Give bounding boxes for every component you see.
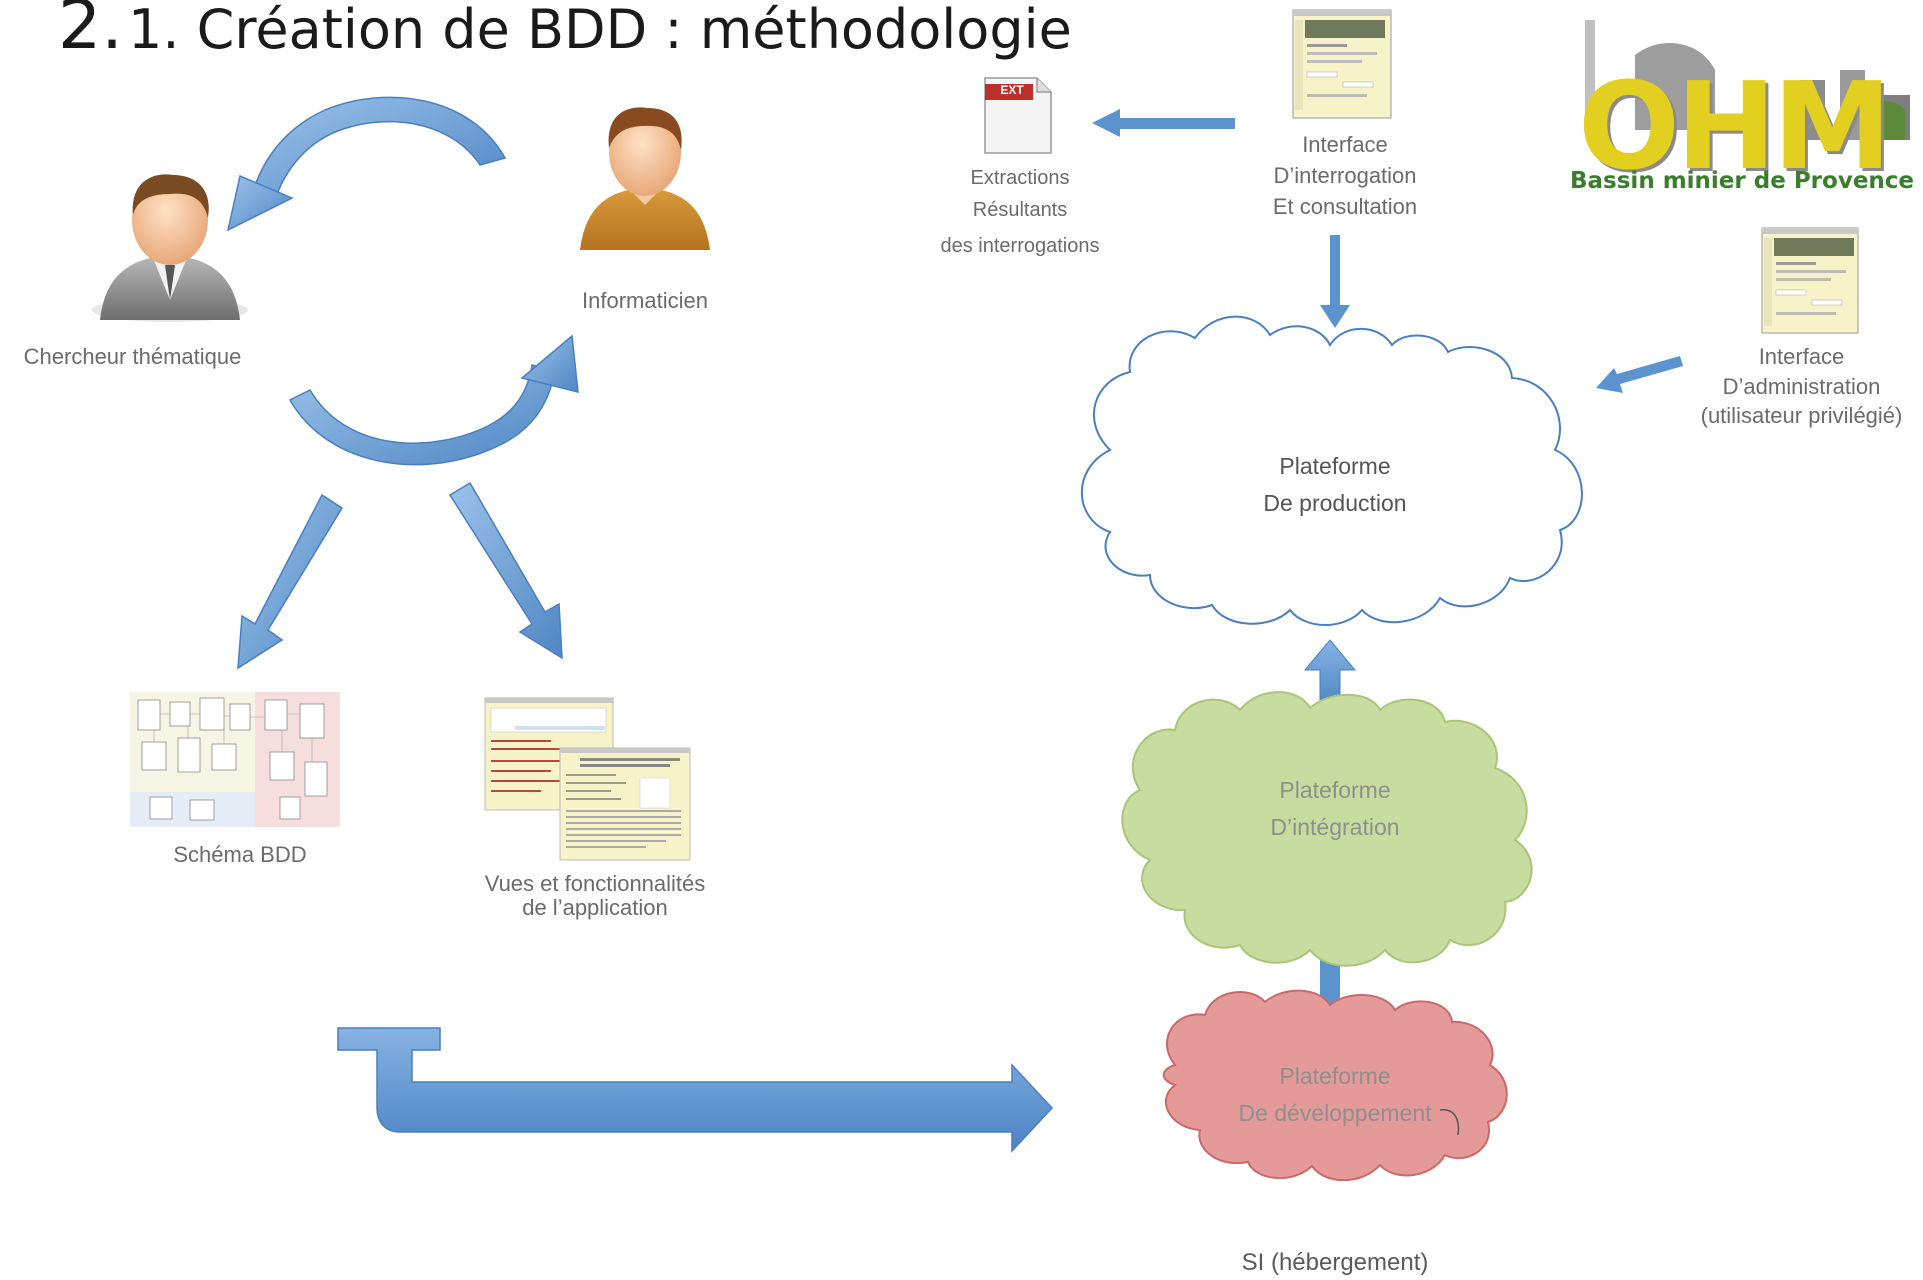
arrow-to-views [448, 481, 563, 660]
production-line2: De production [1263, 489, 1407, 516]
informaticien-label: Informaticien [582, 288, 708, 313]
extractions-label: Extractions Résultants des interrogation… [900, 162, 1140, 262]
ohm-logo: OHM Bassin minier de Provence [1570, 20, 1920, 200]
file-ext-icon [984, 77, 1052, 154]
cloud-integration [1121, 691, 1533, 967]
schema-label: Schéma BDD [173, 842, 307, 867]
production-line1: Plateforme [1279, 453, 1391, 479]
production-label: Plateforme De production [1215, 448, 1455, 522]
developpement-label: Plateforme De développement [1215, 1058, 1455, 1132]
user-orange-icon [580, 107, 710, 250]
ext-badge: EXT [1000, 83, 1024, 97]
si-label: SI (hébergement) [1241, 1249, 1429, 1276]
chercheur-label: Chercheur thématique [23, 344, 242, 369]
webpage-screenshot-icon [1761, 227, 1859, 334]
extractions-line2: Résultants [972, 199, 1068, 221]
interface-admin-line2: D’administration [1722, 373, 1881, 399]
title-number: 2. [58, 0, 123, 65]
schema-bdd-thumbnail [130, 692, 340, 827]
developpement-line2: De développement [1238, 1099, 1432, 1126]
cloud-developpement [1162, 989, 1508, 1182]
integration-line2: D’intégration [1270, 813, 1400, 840]
interface-interro-line3: Et consultation [1272, 193, 1418, 219]
webpage-screenshot-icon [1292, 9, 1392, 119]
logo-sub-text: Bassin minier de Provence [1570, 168, 1915, 194]
user-gray-icon [92, 174, 248, 322]
vues-thumbnail [484, 697, 691, 861]
arrow-interface-to-production [1320, 235, 1350, 328]
connector-integration-dev [1320, 960, 1340, 1005]
arrow-bottom-l [337, 1027, 1054, 1153]
logo-big-text: OHM [1578, 58, 1892, 197]
arrow-admin-to-production [1596, 356, 1683, 393]
curved-arrow-top [226, 96, 507, 232]
interface-interrogation-label: Interface D’interrogation Et consultatio… [1220, 130, 1470, 222]
vues-label: Vues et fonctionnalités de l’application [430, 871, 760, 921]
interface-admin-line3: (utilisateur privilégié) [1700, 403, 1903, 429]
page-title: 2. 1. Création de BDD : méthodologie [58, 0, 1072, 65]
extractions-line3: des interrogations [940, 235, 1100, 257]
curved-arrow-bottom [288, 334, 579, 466]
interface-interro-line1: Interface [1302, 132, 1388, 157]
interface-admin-line1: Interface [1758, 344, 1845, 369]
extractions-line1: Extractions [970, 167, 1070, 189]
interface-interro-line2: D’interrogation [1273, 162, 1417, 188]
interface-admin-label: Interface D’administration (utilisateur … [1680, 342, 1923, 431]
vues-label-line2: de l’application [522, 895, 668, 921]
integration-label: Plateforme D’intégration [1215, 772, 1455, 846]
vues-label-line1: Vues et fonctionnalités [484, 871, 706, 896]
arrow-interface-to-ext [1092, 109, 1235, 137]
developpement-line1: Plateforme [1279, 1063, 1391, 1089]
logo-background [1585, 20, 1910, 140]
title-text: 1. Création de BDD : méthodologie [127, 0, 1072, 61]
integration-line1: Plateforme [1279, 777, 1391, 803]
arrow-to-schema [237, 493, 344, 670]
cloud-production [1080, 315, 1583, 626]
